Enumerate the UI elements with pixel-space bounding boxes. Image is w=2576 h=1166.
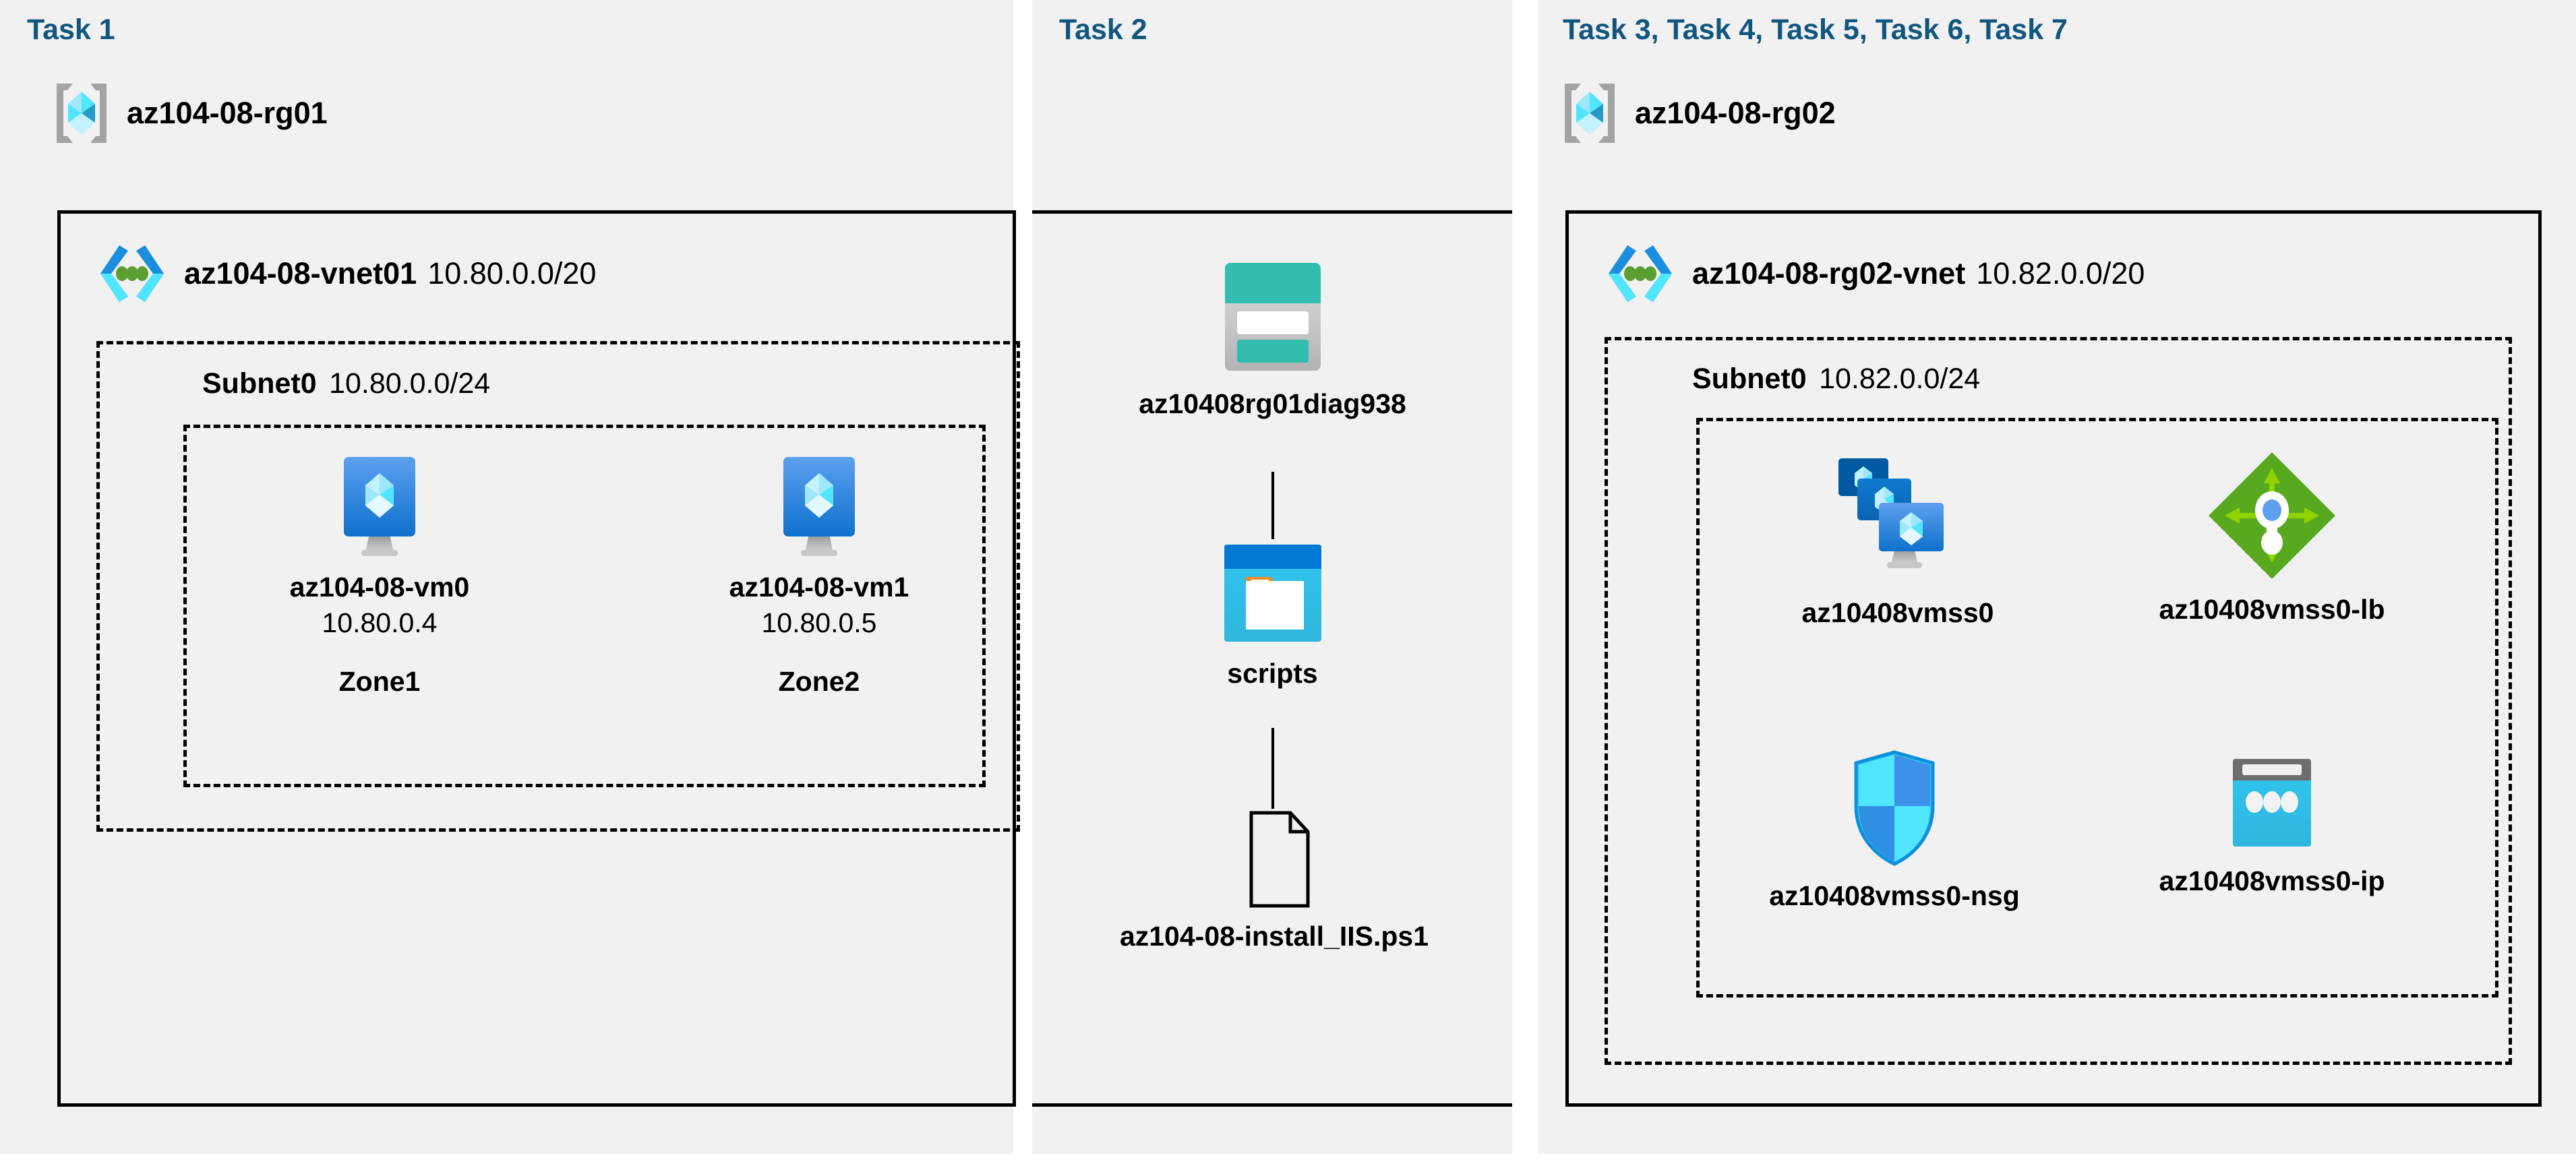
blob-container-node[interactable]: scripts xyxy=(1176,539,1369,689)
blob-container-icon xyxy=(1212,539,1334,647)
nsg-name: az10408vmss0-nsg xyxy=(1769,880,2020,911)
public-ip-address-icon xyxy=(2225,754,2319,855)
network-security-group-icon xyxy=(1844,748,1945,869)
resource-group-icon xyxy=(1561,81,1619,146)
vm-node-1[interactable]: az104-08-vm1 10.80.0.5 Zone2 xyxy=(708,453,930,698)
vmss-name: az10408vmss0 xyxy=(1801,597,1994,628)
task1-resource-group-row: az104-08-rg01 xyxy=(53,81,328,146)
connector-storage-to-container xyxy=(1271,472,1274,539)
public-ip-node[interactable]: az10408vmss0-ip xyxy=(2137,754,2407,897)
file-icon xyxy=(1227,809,1321,910)
vmss-node[interactable]: az10408vmss0 xyxy=(1766,452,2029,629)
task3-subnet-label: Subnet0 10.82.0.0/24 xyxy=(1692,363,1980,396)
resource-group-icon xyxy=(53,81,111,146)
task2-heading: Task 2 xyxy=(1059,13,1147,46)
vnet-cidr: 10.82.0.0/20 xyxy=(1976,256,2145,290)
subnet-cidr: 10.80.0.0/24 xyxy=(329,367,491,400)
task1-vnet-box xyxy=(57,210,1016,1107)
storage-account-node[interactable]: az10408rg01diag938 xyxy=(1139,256,1406,420)
storage-account-name: az10408rg01diag938 xyxy=(1139,388,1406,419)
vnet-cidr: 10.80.0.0/20 xyxy=(427,256,597,290)
resource-group-name: az104-08-rg02 xyxy=(1635,96,1836,130)
vm-name: az104-08-vm1 xyxy=(729,572,909,603)
vnet-name: az104-08-rg02-vnet xyxy=(1692,256,1966,290)
virtual-network-icon xyxy=(1605,241,1676,306)
task3-resources-box xyxy=(1696,418,2498,998)
vm-scale-set-icon xyxy=(1830,452,1965,586)
subnet-name: Subnet0 xyxy=(1692,363,1807,395)
resource-group-name: az104-08-rg01 xyxy=(127,96,328,130)
task3-vnet-box xyxy=(1565,210,2542,1107)
task3-panel xyxy=(1538,0,2576,1154)
task3-subnet-box xyxy=(1605,337,2512,1065)
load-balancer-name: az10408vmss0-lb xyxy=(2159,594,2385,625)
load-balancer-node[interactable]: az10408vmss0-lb xyxy=(2127,448,2417,625)
virtual-network-icon xyxy=(96,241,168,306)
vm-ip: 10.80.0.5 xyxy=(761,607,877,638)
file-name: az104-08-install_IIS.ps1 xyxy=(1119,921,1429,952)
vm-ip: 10.80.0.4 xyxy=(322,607,438,638)
script-file-node[interactable]: az104-08-install_IIS.ps1 xyxy=(1106,809,1443,952)
task1-subnet-label: Subnet0 10.80.0.0/24 xyxy=(202,367,490,400)
public-ip-name: az10408vmss0-ip xyxy=(2159,865,2385,896)
virtual-machine-icon xyxy=(769,453,870,561)
subnet-cidr: 10.82.0.0/24 xyxy=(1819,363,1981,395)
vm-zone: Zone2 xyxy=(778,666,860,697)
vm-name: az104-08-vm0 xyxy=(289,572,470,603)
connector-container-to-file xyxy=(1271,728,1274,809)
storage-account-icon xyxy=(1209,256,1337,377)
task1-panel xyxy=(0,0,1013,1154)
task1-vm-group-box xyxy=(183,425,986,787)
task3-resource-group-row: az104-08-rg02 xyxy=(1561,81,1836,146)
vm-zone: Zone1 xyxy=(338,666,421,697)
container-name: scripts xyxy=(1227,658,1318,689)
task1-subnet-box xyxy=(96,341,1020,832)
subnet-name: Subnet0 xyxy=(202,367,317,400)
nsg-node[interactable]: az10408vmss0-nsg xyxy=(1753,748,2036,912)
vnet-name: az104-08-vnet01 xyxy=(184,256,417,290)
task3-vnet-row: az104-08-rg02-vnet 10.82.0.0/20 xyxy=(1605,241,2145,306)
task1-heading: Task 1 xyxy=(27,13,115,46)
vm-node-0[interactable]: az104-08-vm0 10.80.0.4 Zone1 xyxy=(268,453,491,698)
load-balancer-icon xyxy=(2205,448,2339,583)
task3-heading: Task 3, Task 4, Task 5, Task 6, Task 7 xyxy=(1563,13,2068,46)
virtual-machine-icon xyxy=(329,453,430,561)
task1-vnet-row: az104-08-vnet01 10.80.0.0/20 xyxy=(96,241,596,306)
task2-content-box xyxy=(1032,210,1512,1107)
